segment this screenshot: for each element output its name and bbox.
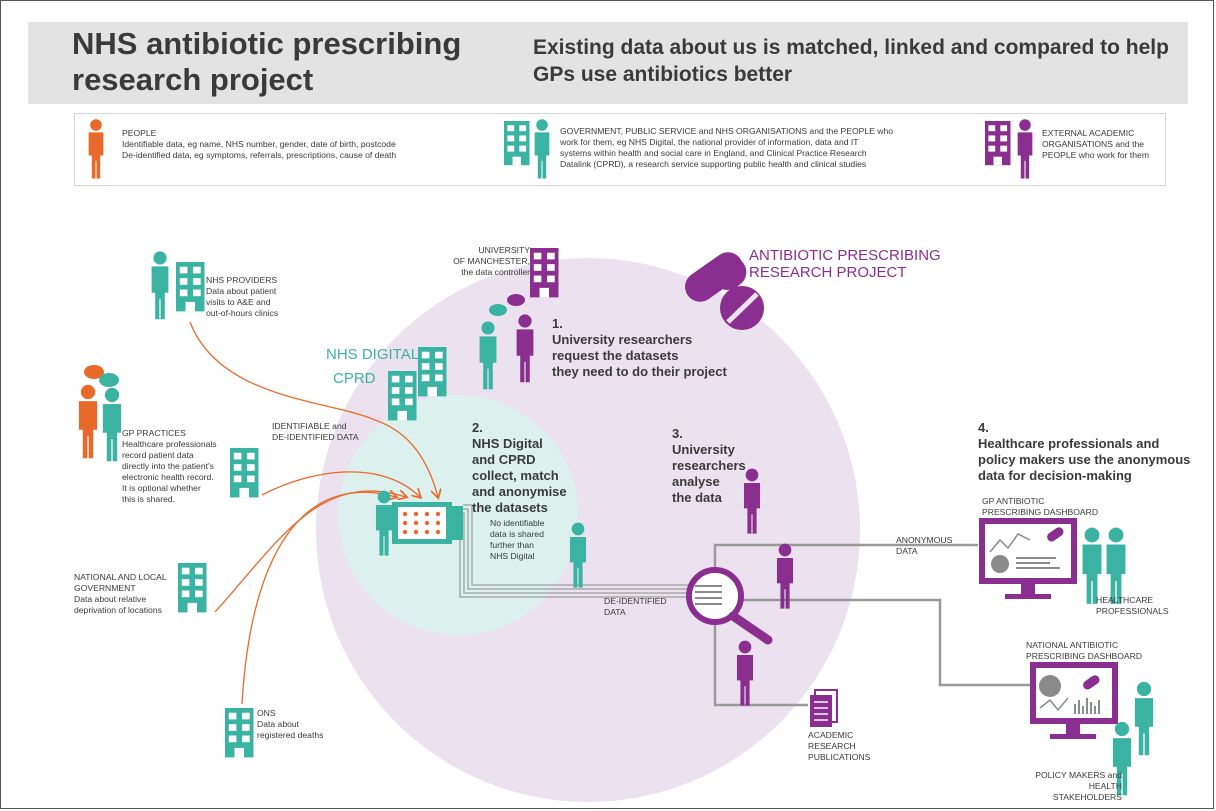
gp-practices-icon	[78, 365, 122, 462]
legend-people-text: PEOPLE Identifiable data, eg name, NHS n…	[122, 128, 397, 160]
pills-logo-icon	[685, 252, 764, 330]
gp-practices-label: GP PRACTICES Healthcare professionals re…	[122, 428, 217, 504]
government-label: NATIONAL AND LOCAL GOVERNMENT Data about…	[74, 572, 167, 615]
publications-icon	[810, 689, 838, 727]
nhs-providers-label: NHS PROVIDERS Data about patient visits …	[206, 275, 279, 318]
step-2-text: 2. NHS Digital and CPRD collect, match a…	[472, 420, 567, 515]
nhs-providers-icon	[151, 251, 205, 320]
page-subtitle: Existing data about us is matched, linke…	[533, 36, 1169, 86]
gp-dashboard-label: GP ANTIBIOTIC PRESCRIBING DASHBOARD	[982, 496, 1099, 517]
legend-building-icon	[504, 119, 550, 179]
legend-government-text: GOVERNMENT, PUBLIC SERVICE and NHS ORGAN…	[560, 126, 894, 169]
project-title: ANTIBIOTIC PRESCRIBING RESEARCH PROJECT	[749, 247, 941, 281]
step-3-text: 3. University researchers analyse the da…	[672, 426, 746, 505]
anonymous-data-label: ANONYMOUS DATA	[896, 535, 953, 556]
researchers-icon	[479, 294, 534, 390]
step-4-text: 4. Healthcare professionals and policy m…	[978, 420, 1191, 483]
magnifier-icon	[686, 567, 773, 645]
page-title: NHS antibiotic prescribing research proj…	[72, 26, 462, 97]
data-flow-lines	[189, 321, 438, 705]
healthcare-professionals-label: HEALTHCARE PROFESSIONALS	[1096, 595, 1169, 616]
legend-person-icon	[88, 119, 104, 179]
nhs-digital-label: NHS DIGITAL	[326, 346, 420, 363]
national-dashboard-label: NATIONAL ANTIBIOTIC PRESCRIBING DASHBOAR…	[1026, 640, 1143, 661]
step-1-text: 1. University researchers request the da…	[552, 316, 727, 379]
national-dashboard-icon	[1030, 662, 1118, 739]
legend-academic-icon	[985, 119, 1033, 179]
deidentified-data-label: DE-IDENTIFIED DATA	[604, 596, 667, 617]
identifiable-data-label: IDENTIFIABLE and DE-IDENTIFIED DATA	[272, 421, 359, 442]
university-building-icon	[530, 248, 559, 298]
legend-box	[74, 113, 1166, 186]
matching-machine-icon	[392, 502, 463, 544]
policy-makers-label: POLICY MAKERS and HEALTH STAKEHOLDERS	[1035, 770, 1122, 802]
university-label: UNIVERSITY OF MANCHESTER, the data contr…	[453, 245, 530, 277]
gp-dashboard-icon	[979, 518, 1077, 599]
healthcare-professionals-icon	[1082, 527, 1126, 604]
cprd-label: CPRD	[333, 370, 376, 387]
project-circle	[316, 258, 860, 802]
header-banner: NHS antibiotic prescribing research proj…	[28, 22, 1188, 104]
output-flow-lines	[713, 543, 1030, 707]
legend-academic-text: EXTERNAL ACADEMIC ORGANISATIONS and the …	[1042, 128, 1149, 160]
publications-label: ACADEMIC RESEARCH PUBLICATIONS	[808, 730, 871, 762]
no-identifiable-label: No identifiable data is shared further t…	[490, 518, 545, 561]
ons-label: ONS Data about registered deaths	[257, 708, 324, 740]
ons-building-icon	[225, 708, 254, 758]
